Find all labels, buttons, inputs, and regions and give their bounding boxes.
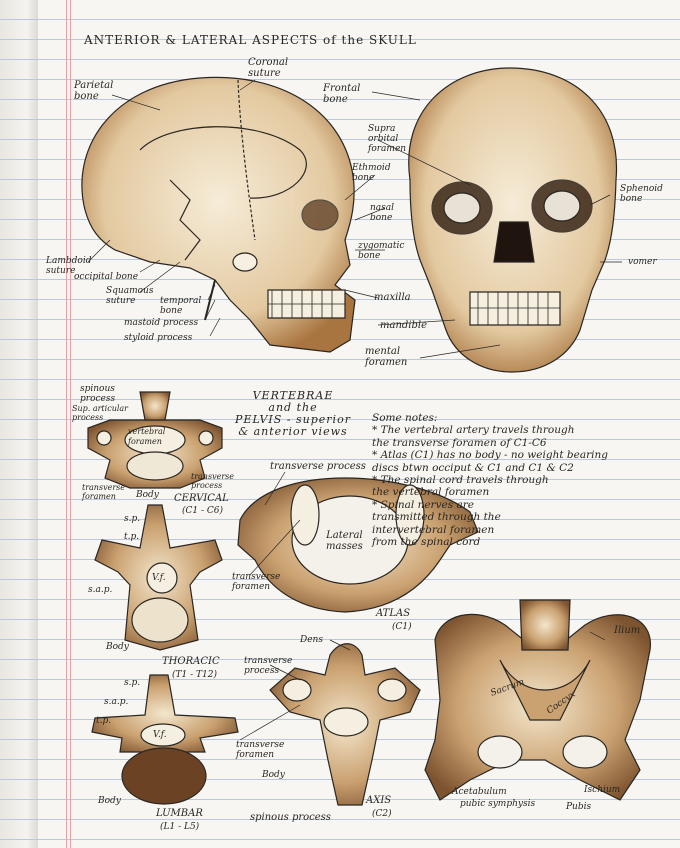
axis-body: Body xyxy=(262,770,285,780)
thoracic-sp: s.p. xyxy=(124,514,141,524)
cervical-sup-articular: Sup. articular process xyxy=(72,404,128,422)
cervical-transverse-process: transverse process xyxy=(191,472,234,490)
label-sphenoid: Sphenoid bone xyxy=(620,184,663,204)
lumbar-vf: V.f. xyxy=(153,730,167,740)
cervical-spinous: spinous process xyxy=(80,384,116,404)
lumbar-sap: s.a.p. xyxy=(104,697,129,707)
lumbar-range: (L1 - L5) xyxy=(160,822,200,832)
label-mental: mental foramen xyxy=(365,346,408,368)
atlas-name: ATLAS xyxy=(376,608,411,619)
note-line: * The spinal cord travels through xyxy=(372,474,549,487)
label-styloid: styloid process xyxy=(124,333,193,343)
cervical-vertebral-foramen: vertebral foramen xyxy=(128,427,166,446)
axis-drawing xyxy=(269,643,421,806)
lumbar-body: Body xyxy=(98,796,121,806)
label-mandible: mandible xyxy=(380,320,428,331)
note-line: the vertebral foramen xyxy=(372,486,490,499)
pelvis-ischium: Ischium xyxy=(584,785,621,795)
note-line: the transverse foramen of C1-C6 xyxy=(372,436,547,449)
thoracic-vf: V.f. xyxy=(152,573,166,583)
label-occipital: occipital bone xyxy=(74,272,139,282)
anterior-skull-drawing xyxy=(408,67,618,373)
cervical-range: (C1 - C6) xyxy=(182,506,224,516)
label-squamous: Squamous suture xyxy=(106,286,154,306)
atlas-transverse-foramen: transverse foramen xyxy=(232,572,281,592)
label-ethmoid: Ethmoid bone xyxy=(352,163,391,183)
note-line: * Spinal nerves are xyxy=(372,498,474,511)
pelvis-acetabulum: Acetabulum xyxy=(452,787,507,797)
pelvis-pubis: Pubis xyxy=(566,802,592,812)
notes-block: Some notes:* The vertebral artery travel… xyxy=(372,412,644,548)
atlas-range: (C1) xyxy=(392,622,412,632)
lumbar-name: LUMBAR xyxy=(156,808,203,819)
label-mastoid: mastoid process xyxy=(124,318,199,328)
axis-transverse-process: transverse process xyxy=(244,656,293,676)
label-maxilla: maxilla xyxy=(374,292,411,303)
thoracic-body: Body xyxy=(106,642,129,652)
note-line: transmitted through the xyxy=(372,511,501,524)
label-coronal: Coronal suture xyxy=(248,57,289,79)
note-line: intervertebral foramen xyxy=(372,523,495,536)
label-parietal: Parietal bone xyxy=(74,80,114,102)
note-line: Some notes: xyxy=(372,412,438,424)
lateral-skull-drawing xyxy=(81,76,356,353)
label-nasal: nasal bone xyxy=(370,203,395,223)
axis-dens: Dens xyxy=(300,635,323,645)
note-line: discs btwn occiput & C1 and C1 & C2 xyxy=(372,461,574,474)
cervical-transverse-foramen: transverse foramen xyxy=(82,483,125,501)
lumbar-tp: t.p. xyxy=(96,716,112,726)
page-title: ANTERIOR & LATERAL ASPECTS of the SKULL xyxy=(84,33,417,47)
margin-line xyxy=(66,0,67,848)
cervical-body: Body xyxy=(136,490,159,500)
atlas-drawing xyxy=(237,477,479,613)
pelvis-drawing xyxy=(424,599,651,801)
lumbar-sp: s.p. xyxy=(124,678,141,688)
lumbar-vertebra-drawing xyxy=(91,674,239,805)
axis-name: AXIS xyxy=(366,795,392,806)
thoracic-sap: s.a.p. xyxy=(88,585,113,595)
axis-spinous: spinous process xyxy=(250,812,331,823)
label-vomer: vomer xyxy=(628,257,657,267)
axis-transverse-foramen: transverse foramen xyxy=(236,740,285,760)
label-zygomatic: zygomatic bone xyxy=(358,241,405,261)
label-supraorbital: Supra orbital foramen xyxy=(368,124,407,154)
atlas-lateral-masses: Lateral masses xyxy=(326,530,363,552)
axis-range: (C2) xyxy=(372,809,392,819)
thoracic-range: (T1 - T12) xyxy=(172,670,217,680)
cervical-name: CERVICAL xyxy=(174,493,229,504)
thoracic-tp: t.p. xyxy=(124,532,140,542)
atlas-transverse-process: transverse process xyxy=(270,461,366,472)
note-line: * Atlas (C1) has no body - no weight bea… xyxy=(372,449,608,462)
note-line: from the spinal cord xyxy=(372,536,481,549)
note-line: * The vertebral artery travels through xyxy=(372,424,575,437)
pelvis-pubic-symphysis: pubic symphysis xyxy=(460,799,536,809)
thoracic-name: THORACIC xyxy=(162,656,220,667)
margin-line-2 xyxy=(70,0,71,848)
cervical-vertebra-drawing xyxy=(87,391,223,489)
pelvis-ilium: Ilium xyxy=(614,625,641,636)
label-temporal: temporal bone xyxy=(160,296,202,316)
thoracic-vertebra-drawing xyxy=(94,504,223,651)
label-lambdoid: Lambdoid suture xyxy=(46,256,92,276)
vertebrae-title: VERTEBRAE and the PELVIS - superior & an… xyxy=(235,389,351,438)
label-frontal: Frontal bone xyxy=(323,83,361,105)
